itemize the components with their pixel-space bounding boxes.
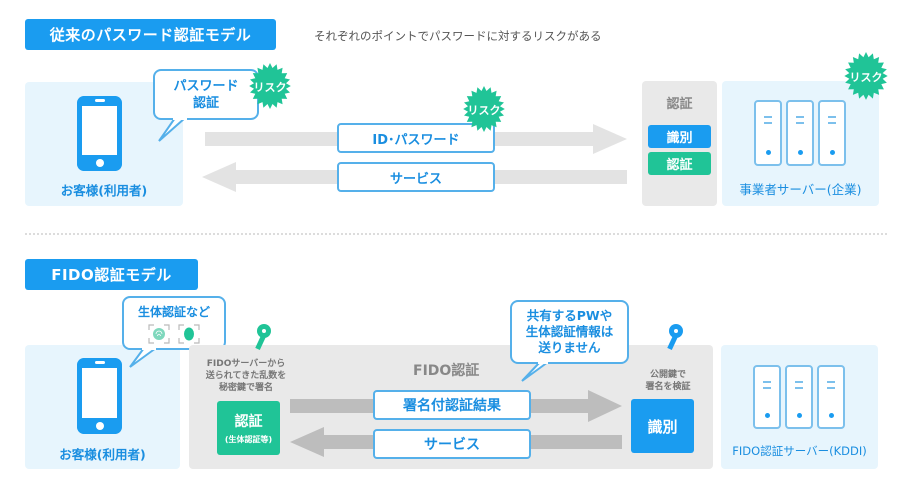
id-password-message-text: ID･パスワード (372, 132, 460, 148)
verify-tag-text: 認証 (666, 158, 693, 173)
sign-note-line1: FIDOサーバーから (206, 359, 286, 369)
risk-badge-transmission: リスク (460, 86, 508, 134)
face-icon (178, 324, 200, 344)
legacy-service-message: サービス (337, 162, 495, 192)
password-auth-bubble-line2: 認証 (192, 96, 219, 111)
risk-label: リスク (253, 81, 287, 94)
fido-model-title: FIDO認証モデル (25, 259, 198, 290)
id-password-message: ID･パスワード (337, 123, 495, 153)
server-identify-box: 識別 (631, 399, 694, 453)
fido-client-label: お客様(利用者) (59, 447, 146, 462)
fido-model-title-text: FIDO認証モデル (51, 266, 172, 284)
signed-result-message-text: 署名付認証結果 (403, 398, 501, 414)
risk-badge-client: リスク (246, 63, 294, 111)
identify-tag-text: 識別 (666, 131, 693, 146)
local-auth-box-sub: (生体認証等) (224, 435, 273, 444)
server-identify-box-text: 識別 (647, 417, 678, 436)
legacy-service-message-text: サービス (389, 171, 442, 187)
verify-note-line2: 署名を検証 (645, 382, 691, 392)
risk-badge-server: リスク (841, 52, 891, 102)
private-key-icon (255, 324, 271, 350)
starburst-icon (249, 63, 291, 109)
password-auth-bubble: パスワード 認証 (153, 69, 259, 120)
legacy-auth-panel-title: 認証 (666, 97, 693, 112)
legacy-model-title: 従来のパスワード認証モデル (25, 19, 276, 50)
sign-note-line3: 秘密鍵で署名 (218, 383, 273, 393)
bubble-tail (129, 347, 157, 368)
server-icon (753, 365, 849, 429)
verify-note: 公開鍵で 署名を検証 (628, 369, 708, 393)
business-server-label: 事業者サーバー(企業) (739, 182, 862, 197)
no-share-bubble: 共有するPWや 生体認証情報は 送りません (510, 300, 629, 364)
legacy-client-label: お客様(利用者) (60, 183, 148, 198)
fingerprint-icon (148, 324, 170, 344)
biometric-bubble-text: 生体認証など (137, 305, 210, 319)
biometric-bubble: 生体認証など (122, 296, 226, 350)
starburst-icon (463, 86, 505, 132)
verify-note-line1: 公開鍵で (649, 370, 686, 380)
no-share-line3: 送りません (538, 340, 601, 355)
local-auth-box-title: 認証 (234, 414, 263, 430)
verify-tag: 認証 (648, 152, 711, 175)
password-auth-bubble-line1: パスワード (173, 79, 239, 94)
sign-note-line2: 送られてきた乱数を (205, 371, 287, 381)
public-key-icon (667, 324, 683, 350)
local-auth-box: 認証 (生体認証等) (217, 401, 280, 455)
fido-auth-panel-title: FIDO認証 (413, 363, 480, 379)
no-share-line1: 共有するPWや (526, 308, 613, 323)
risk-label: リスク (467, 104, 501, 117)
bubble-tail (158, 117, 187, 142)
fido-service-message: サービス (373, 429, 531, 459)
legacy-model-title-text: 従来のパスワード認証モデル (49, 26, 252, 44)
fido-server-label: FIDO認証サーバー(KDDI) (732, 444, 867, 458)
server-icon (754, 100, 850, 166)
sign-note: FIDOサーバーから 送られてきた乱数を 秘密鍵で署名 (193, 358, 299, 394)
section-divider (25, 233, 887, 235)
risk-label: リスク (849, 71, 883, 84)
legacy-model-subtitle: それぞれのポイントでパスワードに対するリスクがある (314, 29, 602, 43)
starburst-icon (844, 52, 888, 100)
identify-tag: 識別 (648, 125, 711, 148)
signed-result-message: 署名付認証結果 (373, 390, 531, 420)
no-share-line2: 生体認証情報は (525, 324, 614, 339)
smartphone-icon (77, 358, 122, 434)
fido-service-message-text: サービス (424, 437, 480, 453)
bubble-tail (521, 361, 549, 382)
smartphone-icon (77, 96, 122, 171)
